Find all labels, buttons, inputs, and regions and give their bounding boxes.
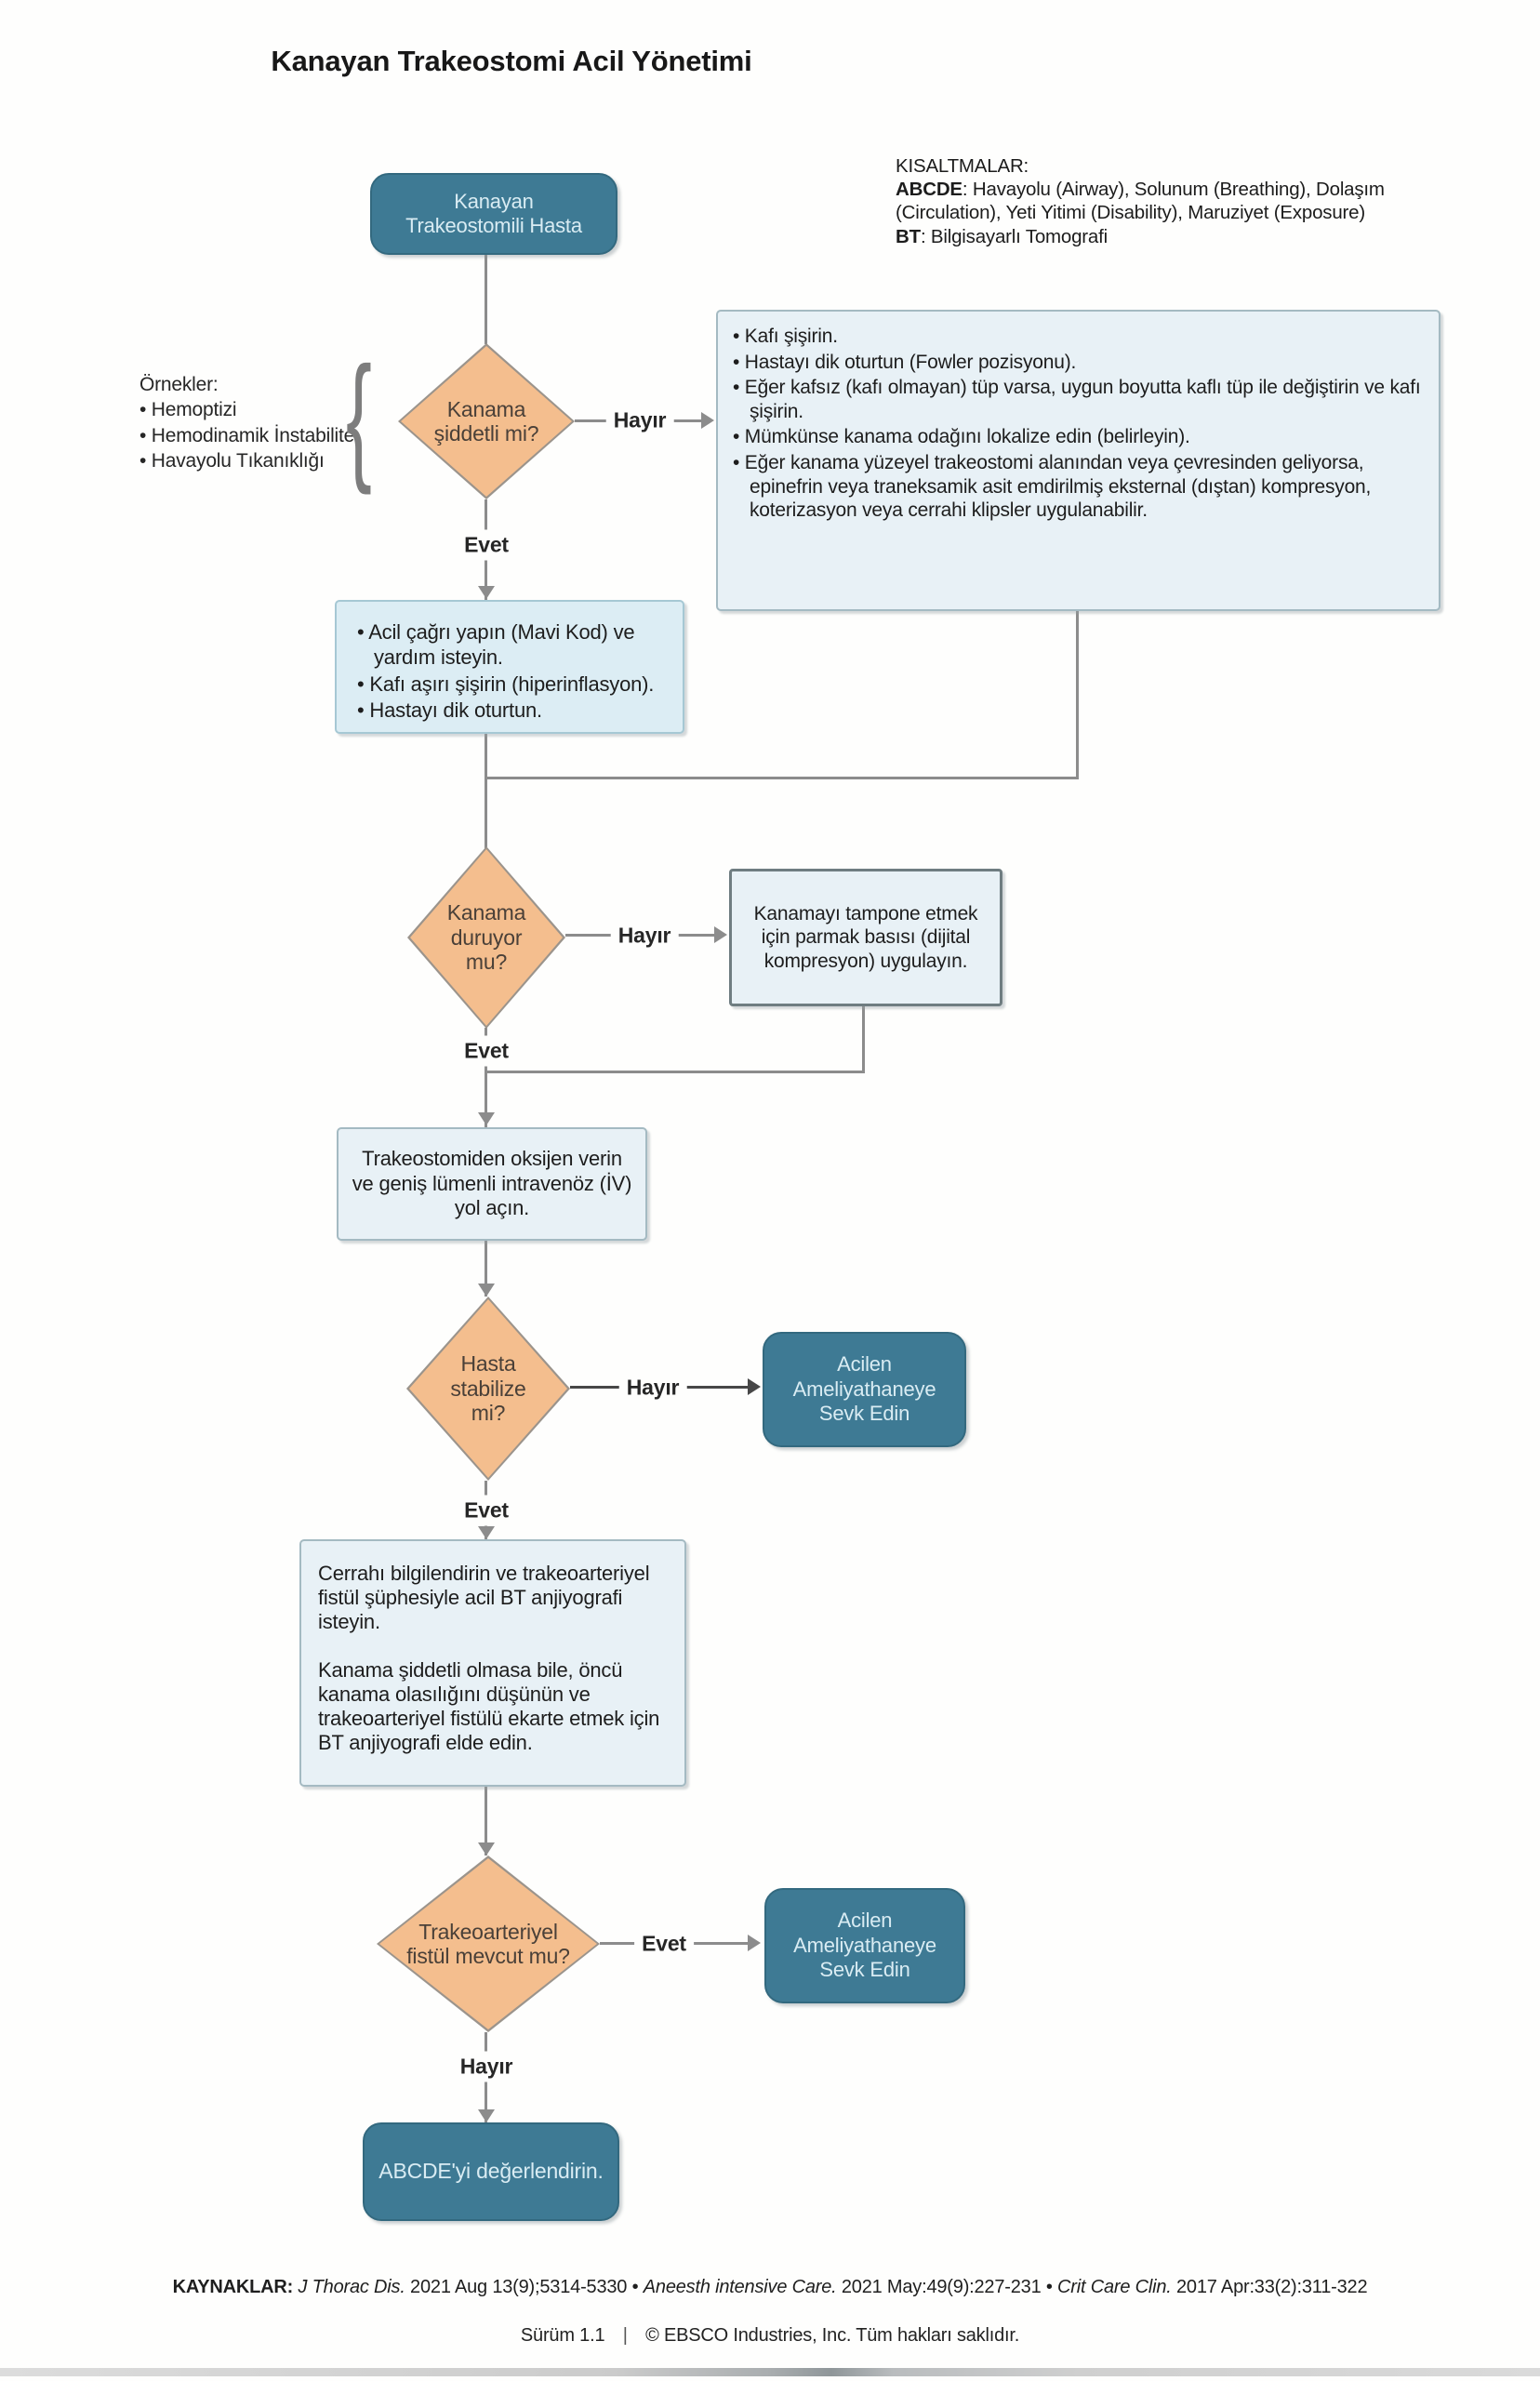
abbreviations-block: KISALTMALAR: ABCDE: Havayolu (Airway), S… xyxy=(896,154,1430,248)
list-item: Havayolu Tıkanıklığı xyxy=(139,448,391,473)
list-item: Acil çağrı yapın (Mavi Kod) ve yardım is… xyxy=(357,620,668,671)
arrow-right-icon xyxy=(748,1935,761,1951)
diamond-fill: Kanama şiddetli mi? xyxy=(401,346,572,497)
list-item: Hastayı dik oturtun. xyxy=(357,698,668,724)
node-assess-abcde: ABCDE'yi değerlendirin. xyxy=(363,2122,619,2221)
list-item: Mümkünse kanama odağını lokalize edin (b… xyxy=(733,425,1426,449)
source-journal: Crit Care Clin. xyxy=(1057,2277,1172,2297)
brace-glyph: { xyxy=(346,338,372,496)
edge-label-yes: Evet xyxy=(457,1035,516,1067)
box-oxygen-iv: Trakeostomiden oksijen verin ve geniş lü… xyxy=(337,1127,647,1241)
decision-bleeding-stopped: Kanama duruyor mu? xyxy=(407,846,565,1029)
diamond-fill: Kanama duruyor mu? xyxy=(410,849,563,1026)
list-item: Hemoptizi xyxy=(139,397,391,422)
abbreviation-term: ABCDE xyxy=(896,179,962,201)
arrow-down-icon xyxy=(478,1112,495,1125)
connector-line xyxy=(486,1071,864,1073)
page-title: Kanayan Trakeostomi Acil Yönetimi xyxy=(271,45,752,77)
footer-version: Sürüm 1.1 | © EBSCO Industries, Inc. Tüm… xyxy=(0,2325,1540,2347)
examples-heading: Örnekler: xyxy=(139,374,219,395)
node-label: Kanayan Trakeostomili Hasta xyxy=(405,189,582,237)
bullet-separator: • xyxy=(1045,2277,1053,2297)
footer-sources: KAYNAKLAR: J Thorac Dis. 2021 Aug 13(9);… xyxy=(0,2277,1540,2298)
airway-measures-list: Kafı şişirin. Hastayı dik oturtun (Fowle… xyxy=(718,312,1439,536)
decision-question: Hasta stabilize mi? xyxy=(450,1351,526,1426)
edge-label-no: Hayır xyxy=(610,920,679,951)
arrow-down-icon xyxy=(478,586,495,599)
connector-line xyxy=(485,251,487,344)
edge-label-yes: Evet xyxy=(457,1495,516,1526)
arrow-right-icon xyxy=(701,412,714,429)
abbreviation-definition: : Havayolu (Airway), Solunum (Breathing)… xyxy=(896,179,1385,224)
list-item: Kafı şişirin. xyxy=(733,325,1426,349)
connector-line xyxy=(862,1001,865,1073)
edge-label-no: Hayır xyxy=(605,405,674,436)
box-inform-surgeon-ct: Cerrahı bilgilendirin ve trakeoarteriyel… xyxy=(299,1539,686,1787)
copyright-text: © EBSCO Industries, Inc. Tüm hakları sak… xyxy=(645,2325,1020,2346)
source-journal: Aneesth intensive Care. xyxy=(643,2277,837,2297)
node-refer-operating-room-2: Acilen Ameliyathaneye Sevk Edin xyxy=(764,1888,965,2003)
abbreviation-definition: : Bilgisayarlı Tomografi xyxy=(920,225,1108,247)
connector-line xyxy=(1076,608,1079,779)
edge-label-no: Hayır xyxy=(618,1372,687,1403)
node-label: Acilen Ameliyathaneye Sevk Edin xyxy=(793,1909,936,1982)
divider: | xyxy=(622,2325,628,2346)
list-item: Eğer kanama yüzeyel trakeostomi alanında… xyxy=(733,451,1426,523)
box-emergency-call: Acil çağrı yapın (Mavi Kod) ve yardım is… xyxy=(335,600,684,734)
examples-block: Örnekler: Hemoptizi Hemodinamik İnstabil… xyxy=(139,372,391,473)
emergency-call-list: Acil çağrı yapın (Mavi Kod) ve yardım is… xyxy=(337,602,683,738)
decision-question: Kanama şiddetli mi? xyxy=(433,396,539,446)
source-journal: J Thorac Dis. xyxy=(298,2277,405,2297)
edge-label-no: Hayır xyxy=(452,2051,521,2082)
list-item: Hastayı dik oturtun (Fowler pozisyonu). xyxy=(733,351,1426,375)
decision-question: Trakeoarteriyel fistül mevcut mu? xyxy=(406,1919,570,1968)
connector-line xyxy=(485,1028,487,1127)
scan-edge-strip xyxy=(0,2368,1540,2376)
box-paragraph: Kanama şiddetli olmasa bile, öncü kanama… xyxy=(318,1657,660,1754)
start-node-bleeding-tracheostomy-patient: Kanayan Trakeostomili Hasta xyxy=(370,173,617,255)
arrow-down-icon xyxy=(478,1526,495,1539)
abbreviations-heading: KISALTMALAR: xyxy=(896,155,1029,177)
examples-list: Hemoptizi Hemodinamik İnstabilite Havayo… xyxy=(139,397,391,473)
box-paragraph: Cerrahı bilgilendirin ve trakeoarteriyel… xyxy=(318,1562,650,1633)
decision-severe-bleeding: Kanama şiddetli mi? xyxy=(398,343,575,499)
box-text: Trakeostomiden oksijen verin ve geniş lü… xyxy=(352,1146,632,1220)
arrow-right-icon xyxy=(748,1378,761,1395)
edge-label-yes: Evet xyxy=(457,529,516,561)
connector-line xyxy=(485,1783,487,1856)
abbreviation-abcde: ABCDE: Havayolu (Airway), Solunum (Breat… xyxy=(896,178,1430,224)
node-refer-operating-room-1: Acilen Ameliyathaneye Sevk Edin xyxy=(763,1332,966,1447)
list-item: Kafı aşırı şişirin (hiperinflasyon). xyxy=(357,672,668,698)
box-airway-measures: Kafı şişirin. Hastayı dik oturtun (Fowle… xyxy=(716,310,1440,611)
sources-label: KAYNAKLAR: xyxy=(172,2277,294,2297)
source-detail: 2021 Aug 13(9);5314-5330 xyxy=(405,2277,632,2297)
arrow-down-icon xyxy=(478,2109,495,2122)
bullet-separator: • xyxy=(631,2277,639,2297)
edge-label-yes: Evet xyxy=(634,1928,694,1960)
connector-line xyxy=(485,1237,487,1297)
node-label: Acilen Ameliyathaneye Sevk Edin xyxy=(792,1352,936,1426)
decision-patient-stable: Hasta stabilize mi? xyxy=(406,1297,570,1481)
list-item: Hemodinamik İnstabilite xyxy=(139,423,391,448)
box-text: Kanamayı tampone etmek için parmak basıs… xyxy=(753,902,978,972)
connector-line xyxy=(485,730,487,848)
source-detail: 2021 May:49(9):227-231 xyxy=(836,2277,1046,2297)
list-item: Eğer kafsız (kafı olmayan) tüp varsa, uy… xyxy=(733,376,1426,423)
abbreviation-term: BT xyxy=(896,225,921,247)
abbreviation-bt: BT: Bilgisayarlı Tomografi xyxy=(896,225,1430,248)
arrow-down-icon xyxy=(478,1842,495,1856)
box-digital-compression: Kanamayı tampone etmek için parmak basıs… xyxy=(729,869,1002,1006)
arrow-down-icon xyxy=(478,1284,495,1297)
version-label: Sürüm 1.1 xyxy=(520,2325,605,2346)
connector-line xyxy=(486,777,1079,779)
node-label: ABCDE'yi değerlendirin. xyxy=(378,2159,604,2184)
source-detail: 2017 Apr:33(2):311-322 xyxy=(1171,2277,1368,2297)
diamond-fill: Trakeoarteriyel fistül mevcut mu? xyxy=(379,1858,597,2029)
arrow-right-icon xyxy=(714,926,727,943)
diamond-fill: Hasta stabilize mi? xyxy=(409,1299,567,1478)
decision-tracheoarterial-fistula: Trakeoarteriyel fistül mevcut mu? xyxy=(377,1856,600,2032)
box-text-group: Cerrahı bilgilendirin ve trakeoarteriyel… xyxy=(301,1541,684,1776)
decision-question: Kanama duruyor mu? xyxy=(446,900,526,975)
